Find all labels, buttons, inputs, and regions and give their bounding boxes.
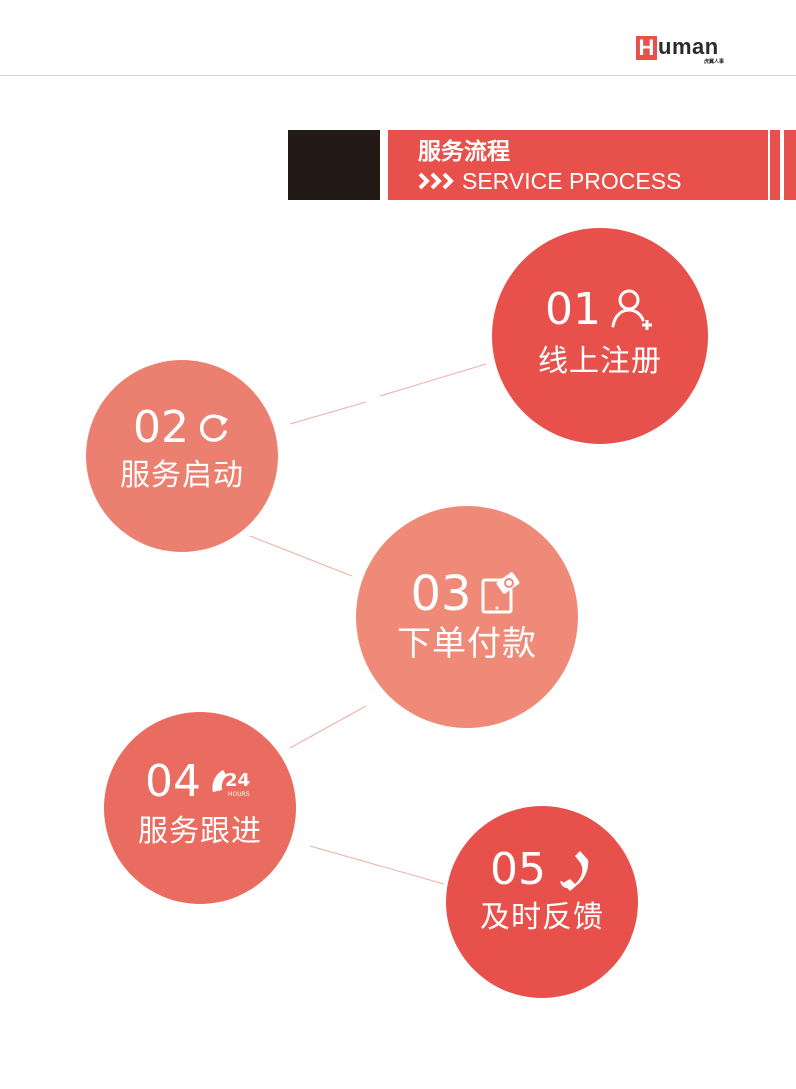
support-24h-icon: 24 HOURS: [212, 770, 250, 798]
add-user-icon: [611, 289, 652, 330]
logo-initial: H: [636, 36, 657, 60]
section-title-en: SERVICE PROCESS: [462, 168, 682, 194]
step-05-head: 05: [446, 842, 638, 898]
payment-icon: [481, 572, 519, 614]
section-title-cn: 服务流程: [418, 139, 510, 165]
step-02-circle: 02 服务启动: [86, 360, 278, 552]
step-03-head: 03: [356, 566, 578, 622]
title-dark-block: [288, 130, 380, 200]
header-divider: [0, 75, 796, 76]
step-02-label: 服务启动: [120, 458, 244, 493]
support-24h-caption: HOURS: [228, 791, 250, 798]
step-01-head: 01: [492, 282, 708, 338]
step-03-circle: 03 下单付款: [356, 506, 578, 728]
step-01-number: 01: [545, 284, 601, 335]
step-05-circle: 05 及时反馈: [446, 806, 638, 998]
phone-icon: [560, 851, 589, 891]
connector-line: [249, 535, 353, 577]
step-01-label: 线上注册: [538, 344, 662, 379]
title-stripe: [770, 130, 780, 200]
support-24h-number: 24: [225, 770, 250, 791]
step-04-head: 04 24 HOURS: [104, 754, 296, 810]
triple-chevron-icon: [418, 172, 454, 190]
connector-line: [289, 705, 367, 749]
connector-line: [309, 845, 445, 885]
step-05-label: 及时反馈: [480, 900, 604, 935]
title-stripe: [784, 130, 796, 200]
step-03-number: 03: [410, 566, 472, 622]
step-02-number: 02: [133, 402, 189, 453]
refresh-icon: [199, 414, 228, 442]
step-04-label: 服务跟进: [138, 814, 262, 849]
step-04-number: 04: [145, 756, 201, 807]
section-title-en-row: SERVICE PROCESS: [418, 168, 681, 194]
connector-line: [289, 401, 367, 425]
step-05-number: 05: [490, 844, 546, 895]
step-02-head: 02: [86, 400, 278, 456]
logo-word: uman: [658, 34, 719, 59]
step-04-circle: 04 24 HOURS 服务跟进: [104, 712, 296, 904]
section-title-bar: 服务流程 SERVICE PROCESS: [388, 130, 768, 200]
step-03-label: 下单付款: [397, 624, 537, 664]
connector-line: [379, 363, 487, 397]
step-01-circle: 01 线上注册: [492, 228, 708, 444]
logo: H uman 虎翼人事: [636, 34, 746, 66]
logo-subtitle: 虎翼人事: [704, 59, 725, 65]
